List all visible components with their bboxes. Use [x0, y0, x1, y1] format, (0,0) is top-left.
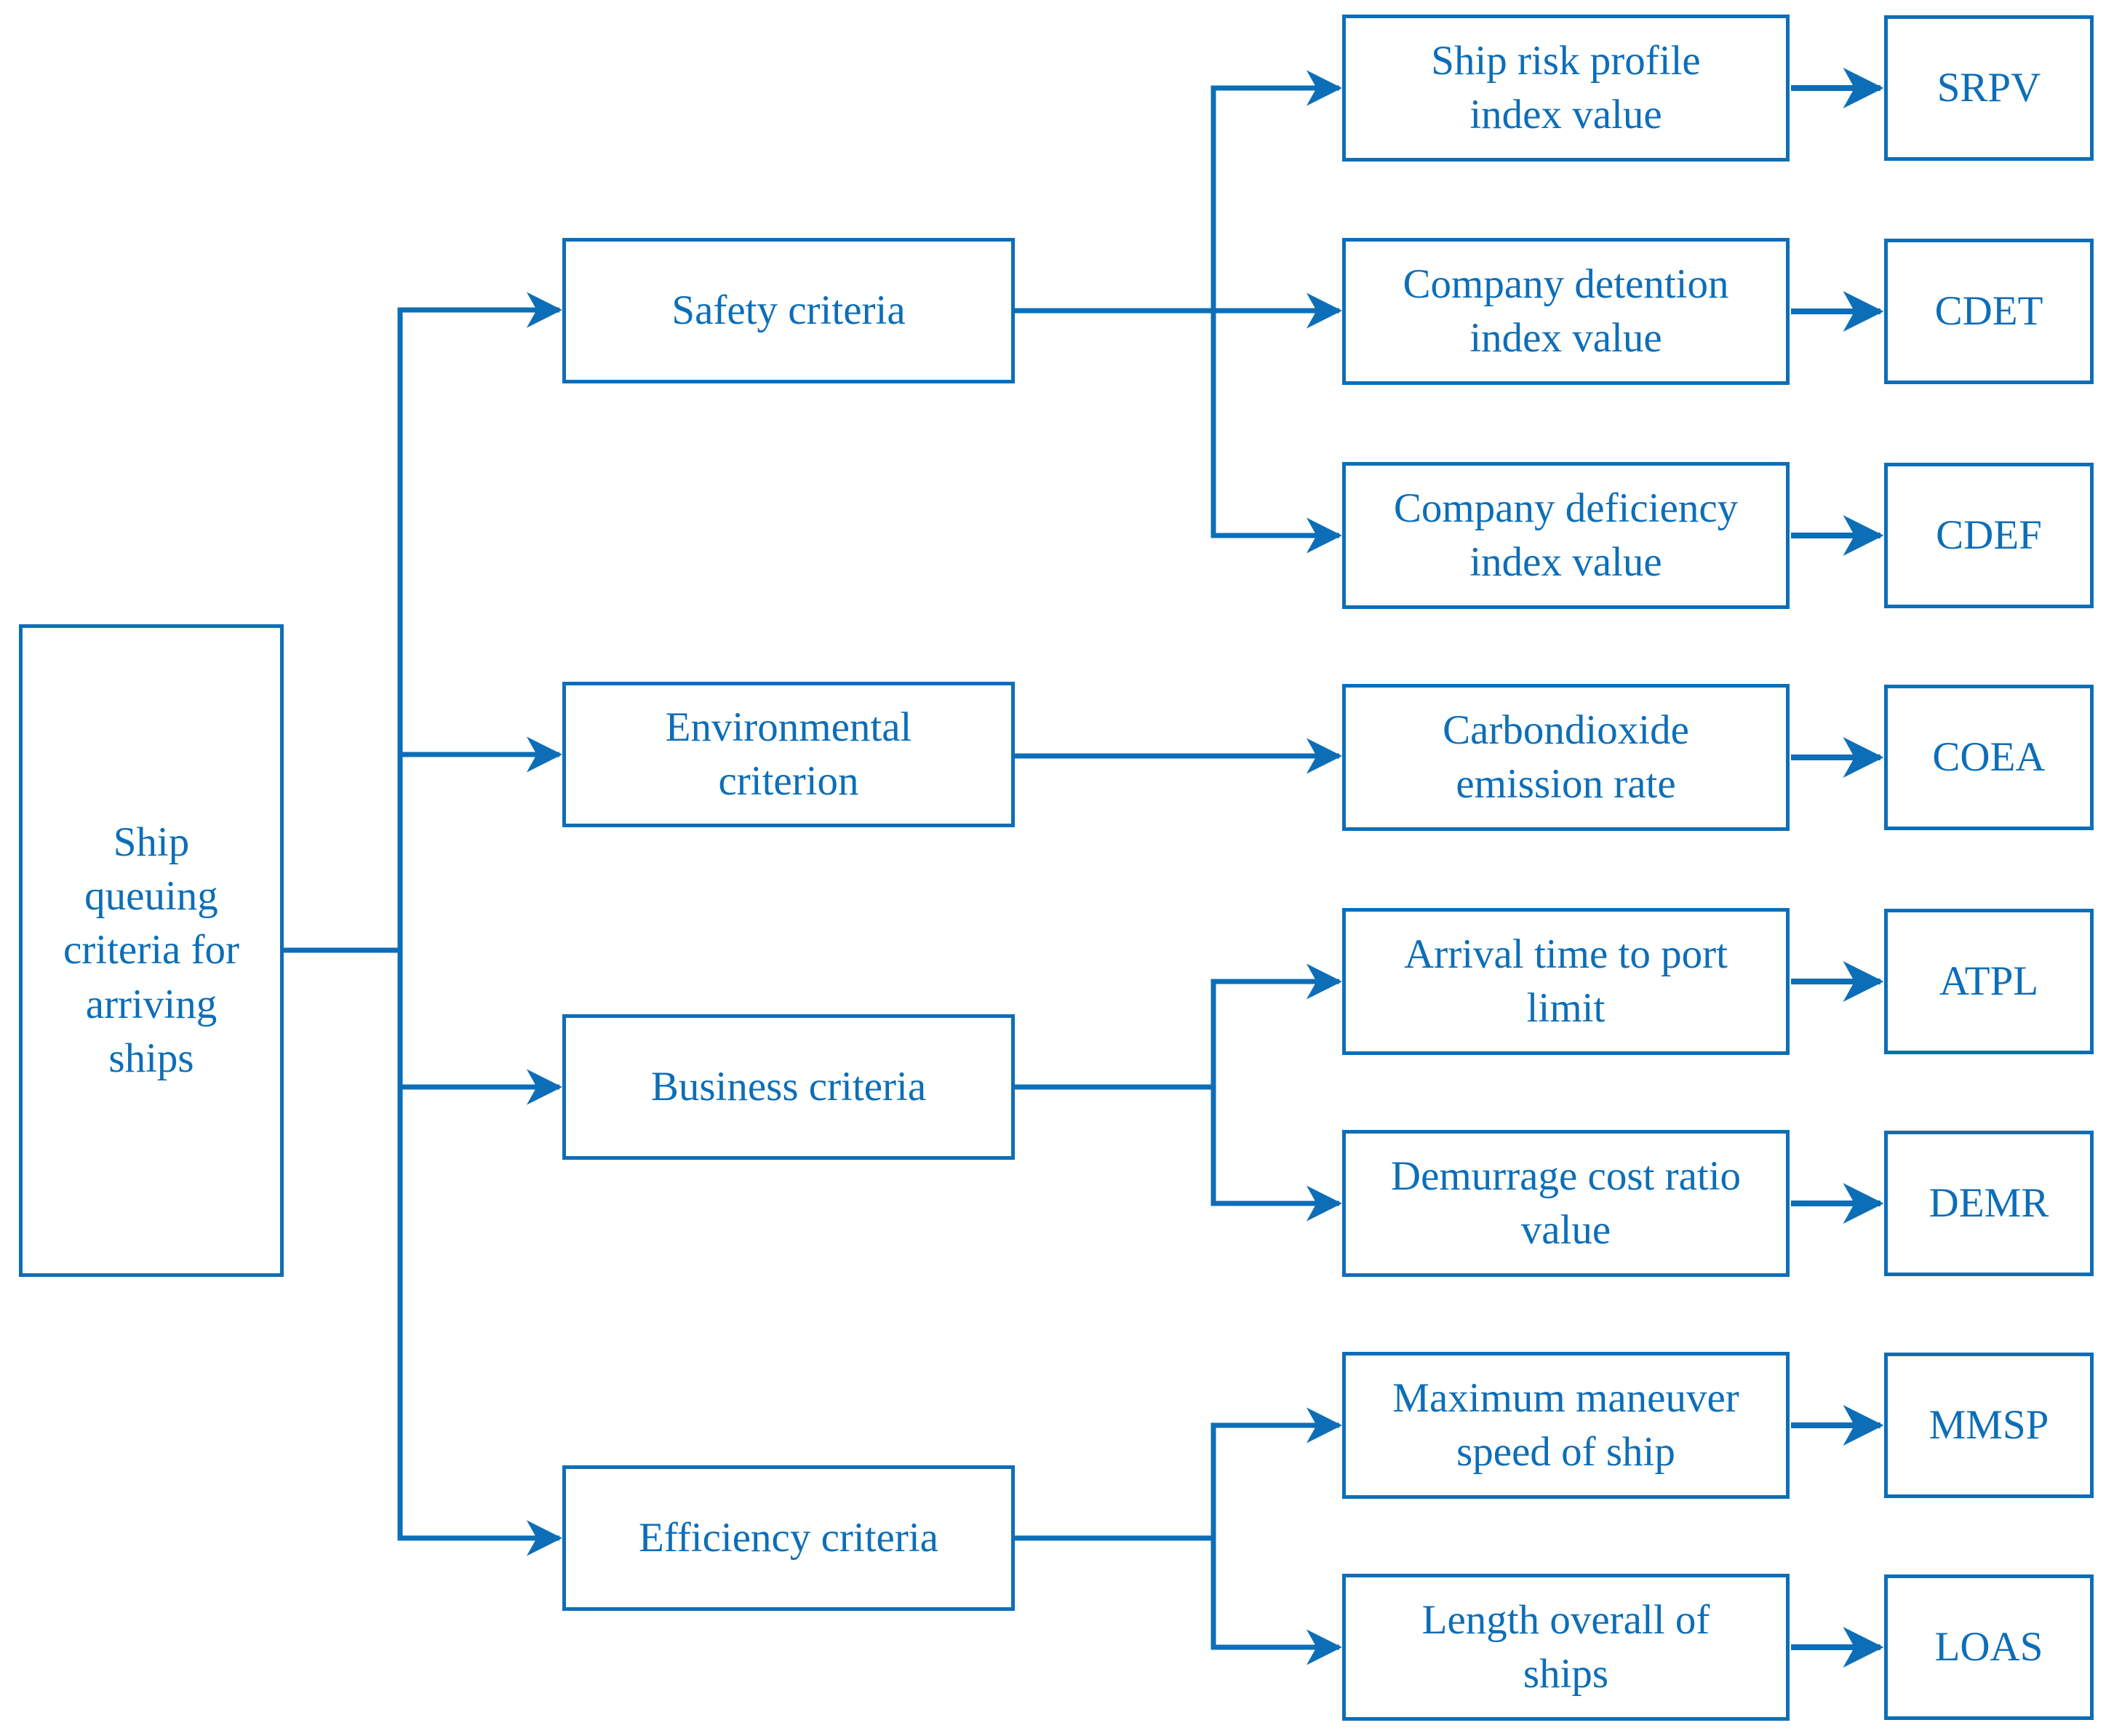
node-arrival-time: Arrival time to port limit	[1342, 908, 1790, 1055]
node-code-mmsp: MMSP	[1884, 1353, 2094, 1498]
node-code-coea: COEA	[1884, 685, 2094, 830]
node-efficiency-criteria-label: Efficiency criteria	[639, 1514, 938, 1561]
node-code-cdef-label: CDEF	[1936, 511, 2042, 558]
node-code-cdef: CDEF	[1884, 463, 2094, 608]
node-company-deficiency: Company deficiency index value	[1342, 462, 1790, 609]
node-code-srpv: SRPV	[1884, 15, 2094, 161]
node-code-demr-label: DEMR	[1928, 1179, 2049, 1226]
node-maximum-maneuver-speed-label: Maximum maneuver speed of ship	[1392, 1374, 1739, 1475]
node-ship-risk-profile: Ship risk profile index value	[1342, 15, 1790, 162]
node-code-mmsp-label: MMSP	[1928, 1401, 2049, 1448]
node-environmental-criterion: Environmental criterion	[562, 682, 1015, 827]
node-code-coea-label: COEA	[1932, 733, 2046, 780]
node-arrival-time-label: Arrival time to port limit	[1404, 931, 1728, 1031]
node-carbondioxide-emission: Carbondioxide emission rate	[1342, 684, 1790, 831]
node-code-demr: DEMR	[1884, 1131, 2094, 1276]
node-code-cdet-label: CDET	[1934, 287, 2043, 334]
node-business-criteria: Business criteria	[562, 1014, 1015, 1160]
node-length-overall: Length overall of ships	[1342, 1574, 1790, 1721]
node-code-atpl-label: ATPL	[1939, 957, 2039, 1004]
node-ship-risk-profile-label: Ship risk profile index value	[1431, 37, 1701, 138]
node-carbondioxide-emission-label: Carbondioxide emission rate	[1443, 706, 1689, 807]
node-company-deficiency-label: Company deficiency index value	[1393, 485, 1739, 585]
node-code-loas: LOAS	[1884, 1574, 2094, 1720]
node-root: Ship queuing criteria for arriving ships	[19, 624, 284, 1277]
node-safety-criteria-label: Safety criteria	[671, 287, 906, 333]
node-code-atpl: ATPL	[1884, 909, 2094, 1054]
node-company-detention-label: Company detention index value	[1403, 260, 1729, 361]
node-efficiency-criteria: Efficiency criteria	[562, 1465, 1015, 1611]
node-code-srpv-label: SRPV	[1936, 64, 2041, 111]
node-environmental-criterion-label: Environmental criterion	[665, 704, 912, 804]
node-company-detention: Company detention index value	[1342, 238, 1790, 385]
node-length-overall-label: Length overall of ships	[1421, 1596, 1710, 1697]
node-demurrage-cost-label: Demurrage cost ratio value	[1390, 1152, 1742, 1253]
node-root-label: Ship queuing criteria for arriving ships	[63, 819, 240, 1081]
node-demurrage-cost: Demurrage cost ratio value	[1342, 1130, 1790, 1277]
node-maximum-maneuver-speed: Maximum maneuver speed of ship	[1342, 1352, 1790, 1499]
node-code-cdet: CDET	[1884, 239, 2094, 384]
node-business-criteria-label: Business criteria	[650, 1063, 927, 1110]
node-safety-criteria: Safety criteria	[562, 238, 1015, 383]
node-code-loas-label: LOAS	[1934, 1623, 2043, 1670]
